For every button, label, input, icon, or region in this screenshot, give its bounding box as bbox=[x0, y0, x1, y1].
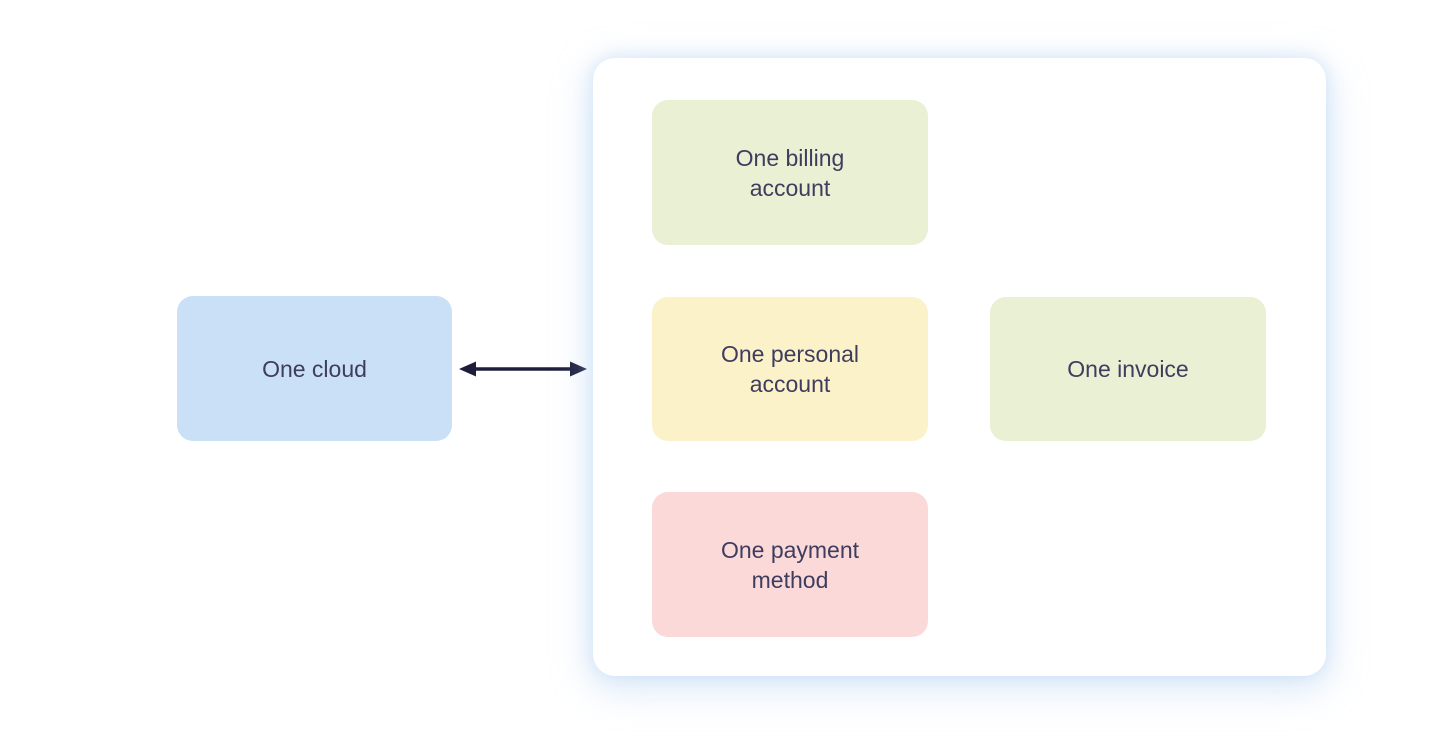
node-one-cloud: One cloud bbox=[177, 296, 452, 441]
node-one-personal-account-label: One personal account bbox=[720, 341, 860, 397]
node-one-cloud-label: One cloud bbox=[262, 355, 367, 382]
node-one-billing-account: One billing account bbox=[652, 100, 928, 245]
node-one-payment-method: One payment method bbox=[652, 492, 928, 637]
node-one-payment-method-label: One payment method bbox=[720, 536, 860, 593]
node-one-billing-account-label: One billing account bbox=[735, 144, 845, 201]
edge-cloud-panel-double-arrow bbox=[459, 361, 587, 377]
node-one-invoice-label: One invoice bbox=[1067, 356, 1189, 382]
node-one-invoice: One invoice bbox=[990, 297, 1266, 441]
node-one-personal-account: One personal account bbox=[652, 297, 928, 441]
